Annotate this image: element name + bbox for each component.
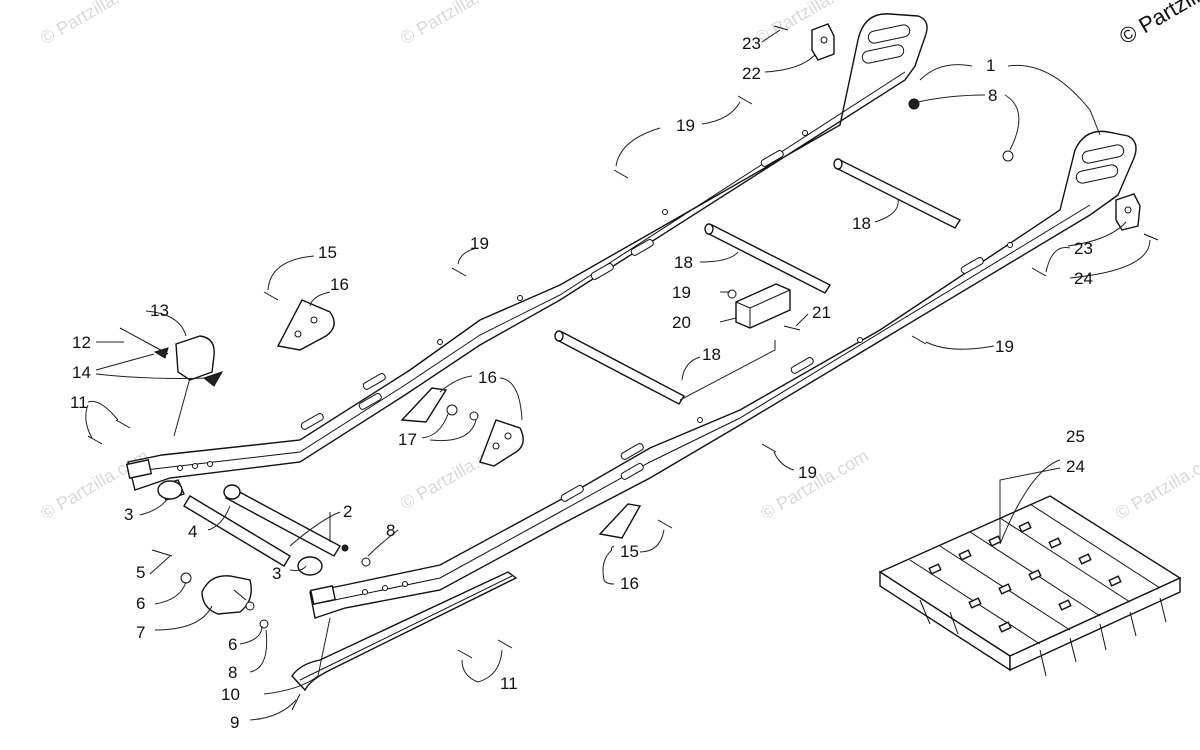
callout-8: 8: [228, 663, 237, 682]
callout-13: 13: [150, 301, 169, 320]
callout-25: 24: [1066, 457, 1085, 476]
callout-8: 8: [988, 86, 997, 105]
bolts: [87, 25, 1159, 711]
nuts-washers: [180, 98, 1014, 629]
callout-7: 7: [136, 623, 145, 642]
callout-6: 6: [136, 594, 145, 613]
copyright-text: © Partzilla.com: [1115, 0, 1200, 49]
spacer-blocks: [811, 23, 1141, 231]
end-cap: [201, 575, 252, 615]
rear-axle-assembly: [157, 479, 349, 576]
watermark-text: © Partzilla.com: [752, 0, 867, 48]
callout-18: 18: [702, 345, 721, 364]
callout-10: 10: [221, 685, 240, 704]
watermark-text: © Partzilla.com: [757, 445, 872, 523]
shock-bracket: [119, 327, 224, 387]
callout-1: 1: [986, 56, 995, 75]
callout-24: 24: [1074, 269, 1093, 288]
callout-2: 2: [343, 502, 352, 521]
callout-23: 22: [742, 64, 761, 83]
rail-back: [125, 13, 928, 491]
watermark-text: © Partzilla.com: [397, 0, 512, 48]
leader-lines: [85, 29, 1151, 721]
callout-11: 11: [500, 674, 518, 693]
callout-17: 17: [398, 430, 417, 449]
cross-shafts: [554, 158, 962, 405]
watermark-text: © Partzilla.com: [37, 0, 152, 48]
callout-22: 21: [812, 303, 831, 322]
callout-16: 16: [330, 275, 349, 294]
callout-26: 25: [1066, 427, 1085, 446]
watermark-text: © Partzilla.com: [1112, 445, 1200, 523]
hyfax-slide: [291, 571, 518, 692]
callout-11: 11: [70, 393, 88, 412]
callout-8: 8: [386, 521, 395, 540]
callout-19: 19: [798, 463, 817, 482]
callout-21: 20: [672, 313, 691, 332]
callout-18: 18: [674, 253, 693, 272]
callout-14: 14: [72, 363, 91, 382]
callout-9: 9: [230, 713, 239, 732]
callout-15: 15: [318, 243, 337, 262]
callout-6: 6: [228, 635, 237, 654]
callout-23: 23: [1074, 239, 1093, 258]
callout-5: 5: [136, 563, 145, 582]
callout-20: 19: [672, 283, 691, 302]
track-section: [878, 495, 1182, 677]
callout-19: 19: [995, 337, 1014, 356]
callout-labels: 1 2 3 3 4 5 6 6 7 8 8 8 9 10 11 11 12 13…: [70, 34, 1093, 732]
callout-3: 3: [124, 505, 133, 524]
callout-16: 16: [478, 368, 497, 387]
callout-15: 15: [620, 542, 639, 561]
rail-front: [309, 130, 1137, 619]
callout-12: 12: [72, 333, 91, 352]
callout-16: 16: [620, 574, 639, 593]
callout-18: 18: [852, 214, 871, 233]
callout-24: 23: [742, 34, 761, 53]
callout-19: 19: [470, 234, 489, 253]
bumper-block: [735, 283, 791, 329]
track-clips: [928, 521, 1122, 633]
rail-front-slots: [362, 242, 1013, 595]
callout-4: 4: [188, 522, 197, 541]
idler-brackets: [276, 299, 642, 539]
callout-19: 19: [676, 116, 695, 135]
callout-3: 3: [272, 564, 281, 583]
rail-back-slots: [177, 130, 808, 471]
